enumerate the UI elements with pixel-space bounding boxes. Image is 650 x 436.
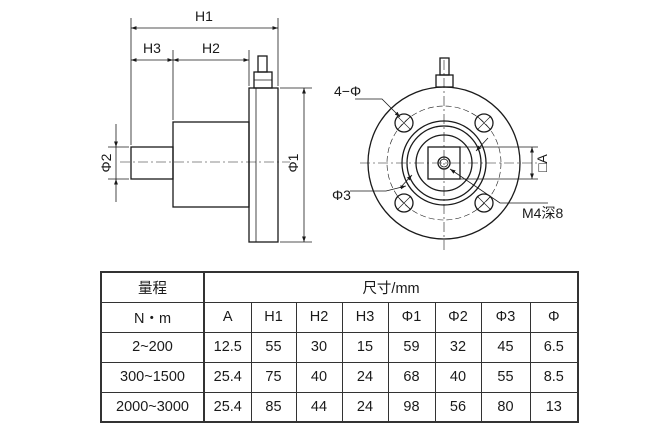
header-row: 量程 尺寸/mm: [100, 271, 580, 303]
bolt-holes: [394, 113, 494, 213]
front-view: [360, 57, 538, 252]
value-cell: 45: [480, 331, 531, 363]
h3-label: H3: [143, 40, 161, 56]
value-cell: 85: [250, 391, 297, 423]
value-cell: 30: [295, 331, 343, 363]
col-header: Φ: [529, 301, 580, 333]
shaft: [130, 146, 174, 180]
side-dimensions: [108, 18, 312, 243]
shaft-end: [415, 134, 473, 192]
value-cell: 98: [387, 391, 436, 423]
col-header: Φ2: [434, 301, 482, 333]
range-cell: 2000~3000: [100, 391, 205, 423]
value-cell: 40: [434, 361, 482, 393]
value-cell: 25.4: [203, 361, 252, 393]
value-cell: 44: [295, 391, 343, 423]
table-row: 300~1500 25.4 75 40 24 68 40 55 8.5: [100, 361, 580, 393]
value-cell: 8.5: [529, 361, 580, 393]
hub-outer: [401, 120, 487, 206]
value-cell: 15: [341, 331, 389, 363]
unit-label: N・m: [100, 301, 205, 333]
value-cell: 55: [480, 361, 531, 393]
range-cell: 300~1500: [100, 361, 205, 393]
col-header: H1: [250, 301, 297, 333]
side-view: [120, 55, 290, 243]
col-header: Φ3: [480, 301, 531, 333]
d1-label: Φ1: [285, 153, 301, 172]
value-cell: 13: [529, 391, 580, 423]
front-dimensions: [350, 98, 548, 204]
value-cell: 68: [387, 361, 436, 393]
tapped-hole: [437, 156, 451, 170]
value-cell: 75: [250, 361, 297, 393]
value-cell: 25.4: [203, 391, 252, 423]
value-cell: 32: [434, 331, 482, 363]
col-header: H3: [341, 301, 389, 333]
dimension-drawing: H1 H3 H2 Φ2 Φ1: [98, 8, 563, 252]
top-nut: [435, 74, 454, 88]
col-header: Φ1: [387, 301, 436, 333]
thread-label: M4深8: [522, 205, 563, 221]
value-cell: 24: [341, 361, 389, 393]
col-header: H2: [295, 301, 343, 333]
top-stud: [439, 57, 450, 76]
h1-label: H1: [195, 8, 213, 24]
square-label: □A: [534, 153, 550, 171]
value-cell: 55: [250, 331, 297, 363]
value-cell: 80: [480, 391, 531, 423]
header-dims: 尺寸/mm: [203, 271, 580, 303]
value-cell: 12.5: [203, 331, 252, 363]
d2-label: Φ2: [98, 153, 114, 172]
h2-label: H2: [202, 40, 220, 56]
value-cell: 59: [387, 331, 436, 363]
value-cell: 56: [434, 391, 482, 423]
hub-body: [172, 121, 250, 208]
range-cell: 2~200: [100, 331, 205, 363]
table-row: 2000~3000 25.4 85 44 24 98 56 80 13: [100, 391, 580, 423]
table-row: 2~200 12.5 55 30 15 59 32 45 6.5: [100, 331, 580, 363]
stud: [257, 55, 268, 73]
d3-label: Φ3: [332, 187, 351, 203]
square-drive: [427, 146, 461, 180]
value-cell: 24: [341, 391, 389, 423]
column-row: N・m A H1 H2 H3 Φ1 Φ2 Φ3 Φ: [100, 301, 580, 333]
col-header: A: [203, 301, 252, 333]
hub-inner: [406, 125, 482, 201]
header-range: 量程: [100, 271, 205, 303]
hole-dia-label: 4−Φ: [334, 83, 361, 99]
value-cell: 40: [295, 361, 343, 393]
spec-table: 量程 尺寸/mm N・m A H1 H2 H3 Φ1 Φ2 Φ3 Φ 2~200…: [100, 271, 580, 423]
value-cell: 6.5: [529, 331, 580, 363]
flange: [248, 87, 279, 243]
